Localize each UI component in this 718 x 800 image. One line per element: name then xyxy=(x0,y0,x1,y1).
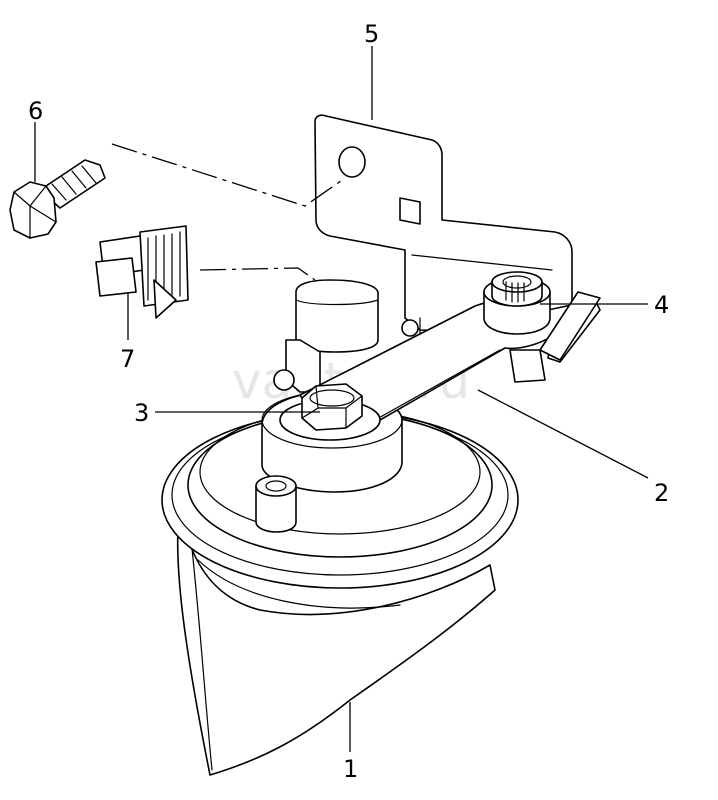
horn-connector xyxy=(273,279,379,393)
horn-body xyxy=(161,391,519,776)
clip xyxy=(95,225,189,319)
callout-3: 3 xyxy=(134,399,149,427)
bolt xyxy=(9,159,106,239)
callout-4: 4 xyxy=(654,291,669,319)
leader-2 xyxy=(477,389,649,479)
assembly-line-clip xyxy=(199,267,316,281)
assembly-line-bolt xyxy=(111,143,346,207)
callout-7: 7 xyxy=(120,345,135,373)
bushing xyxy=(483,271,551,335)
hex-nut xyxy=(279,383,381,441)
callout-5: 5 xyxy=(364,20,379,48)
callout-6: 6 xyxy=(28,97,43,125)
callout-1: 1 xyxy=(343,755,358,783)
callout-2: 2 xyxy=(654,479,669,507)
